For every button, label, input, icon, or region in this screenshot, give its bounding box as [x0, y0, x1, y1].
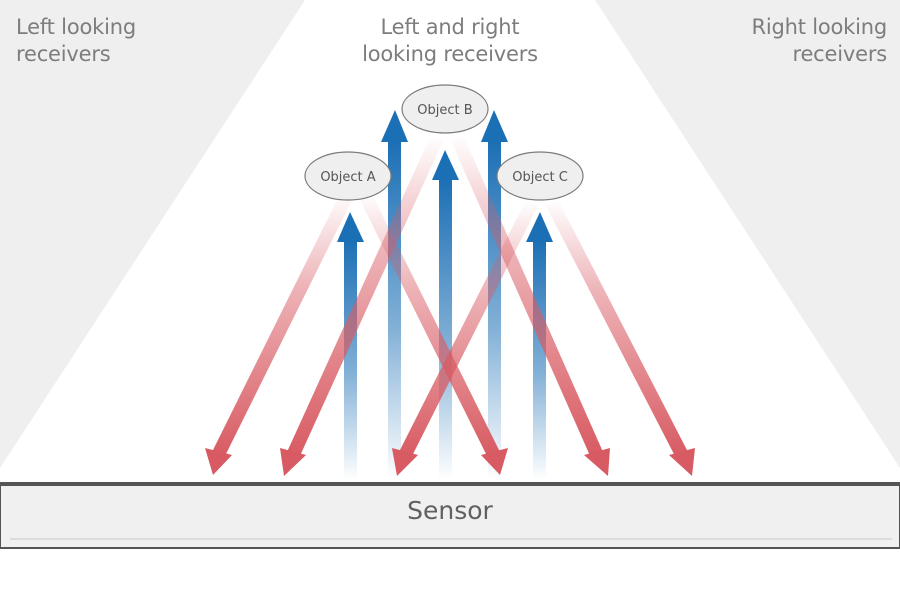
left-looking-receivers-label: Left looking receivers: [16, 14, 136, 68]
left-zone: [0, 0, 305, 468]
red-beam-b-right: [451, 135, 610, 476]
center-label-line1: Left and right: [380, 15, 520, 39]
blue-beam-to-object-b-center: [432, 150, 459, 480]
right-looking-receivers-label: Right looking receivers: [751, 14, 887, 68]
left-label-line2: receivers: [16, 42, 111, 66]
blue-beam-to-object-a: [337, 212, 364, 480]
right-zone: [595, 0, 900, 468]
sensor-bar: [0, 482, 900, 549]
sensor-label: Sensor: [407, 496, 493, 525]
object-c: Object C: [496, 151, 584, 201]
left-and-right-receivers-label: Left and right looking receivers: [300, 14, 600, 68]
red-beams: [205, 135, 695, 476]
object-a-shape: [304, 151, 392, 201]
object-b-shape: [401, 84, 489, 134]
left-label-line1: Left looking: [16, 15, 136, 39]
object-b: Object B: [401, 84, 489, 134]
object-a-label: Object A: [320, 170, 375, 185]
object-b-label: Object B: [417, 103, 472, 118]
red-beam-a-right: [359, 192, 508, 475]
object-a: Object A: [304, 151, 392, 201]
object-c-shape: [496, 151, 584, 201]
red-beam-c-left: [392, 200, 538, 476]
red-beam-b-left: [280, 135, 443, 476]
right-label-line1: Right looking: [751, 15, 887, 39]
red-beam-c-right: [546, 200, 695, 476]
red-beam-a-left: [205, 192, 353, 475]
center-label-line2: looking receivers: [362, 42, 538, 66]
blue-beam-to-object-c: [526, 212, 553, 480]
object-c-label: Object C: [512, 170, 568, 185]
right-label-line2: receivers: [792, 42, 887, 66]
